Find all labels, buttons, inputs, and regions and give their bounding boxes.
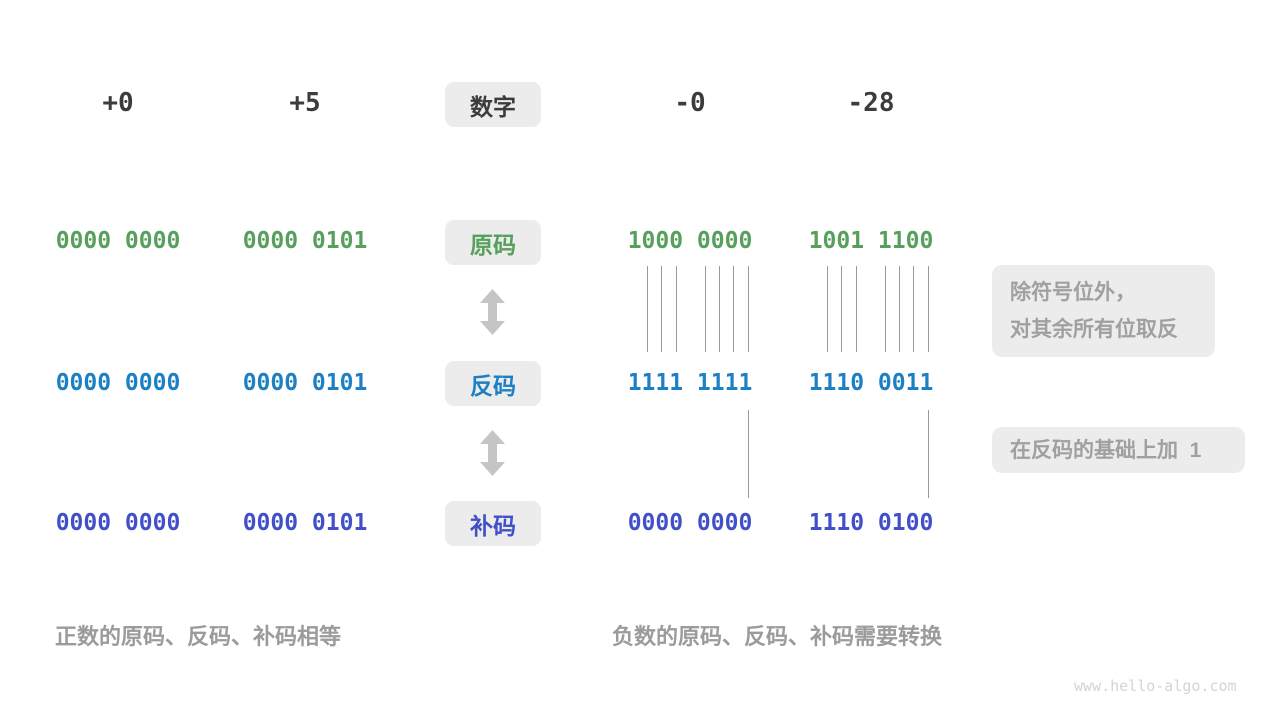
sign-magnitude-label-box: 原码: [445, 220, 541, 265]
callout-invert-line1: 除符号位外，: [1010, 281, 1136, 304]
bit-connector-line: [676, 266, 677, 352]
bit-connector-line: [856, 266, 857, 352]
callout-add-one-text: 在反码的基础上加 1: [1010, 438, 1202, 462]
callout-add-one: 在反码的基础上加 1: [992, 427, 1245, 473]
header-value-negative-28: -28: [847, 88, 895, 118]
caption-negative-numbers: 负数的原码、反码、补码需要转换: [612, 624, 943, 649]
sign-magnitude-value: 1000 0000: [627, 228, 753, 254]
twos-complement-label-box: 补码: [445, 501, 541, 546]
bit-connector-line: [827, 266, 828, 352]
bit-connector-line: [928, 410, 929, 498]
header-value-positive-zero: +0: [102, 88, 134, 118]
caption-positive-numbers: 正数的原码、反码、补码相等: [55, 624, 342, 649]
twos-complement-value: 1110 0100: [808, 510, 934, 536]
ones-complement-value: 0000 0000: [55, 370, 181, 396]
bit-connector-line: [913, 266, 914, 352]
ones-complement-label: 反码: [470, 372, 516, 399]
bit-connector-line: [719, 266, 720, 352]
sign-magnitude-value: 1001 1100: [808, 228, 934, 254]
bit-connector-line: [748, 410, 749, 498]
ones-complement-value: 1110 0011: [808, 370, 934, 396]
twos-complement-value: 0000 0000: [55, 510, 181, 536]
twos-complement-value: 0000 0000: [627, 510, 753, 536]
number-label-box: 数字: [445, 82, 541, 127]
bit-connector-line: [733, 266, 734, 352]
site-watermark: www.hello-algo.com: [1074, 677, 1237, 695]
sign-magnitude-value: 0000 0101: [242, 228, 368, 254]
sign-magnitude-label: 原码: [470, 231, 516, 258]
twos-complement-value: 0000 0101: [242, 510, 368, 536]
bit-connector-line: [748, 266, 749, 352]
bit-connector-line: [885, 266, 886, 352]
ones-complement-value: 1111 1111: [627, 370, 753, 396]
header-value-positive-five: +5: [289, 88, 321, 118]
updown-arrow-icon: [480, 289, 505, 335]
header-value-negative-zero: -0: [674, 88, 706, 118]
bit-connector-line: [928, 266, 929, 352]
sign-magnitude-value: 0000 0000: [55, 228, 181, 254]
ones-complement-label-box: 反码: [445, 361, 541, 406]
bit-connector-line: [841, 266, 842, 352]
bit-connector-line: [661, 266, 662, 352]
updown-arrow-icon: [480, 430, 505, 476]
bit-connector-line: [899, 266, 900, 352]
bit-connector-line: [705, 266, 706, 352]
callout-invert-line2: 对其余所有位取反: [1010, 318, 1178, 341]
bit-connector-line: [647, 266, 648, 352]
twos-complement-label: 补码: [470, 512, 516, 539]
ones-complement-value: 0000 0101: [242, 370, 368, 396]
number-label-text: 数字: [470, 93, 516, 120]
callout-invert-bits: 除符号位外， 对其余所有位取反: [992, 265, 1215, 357]
